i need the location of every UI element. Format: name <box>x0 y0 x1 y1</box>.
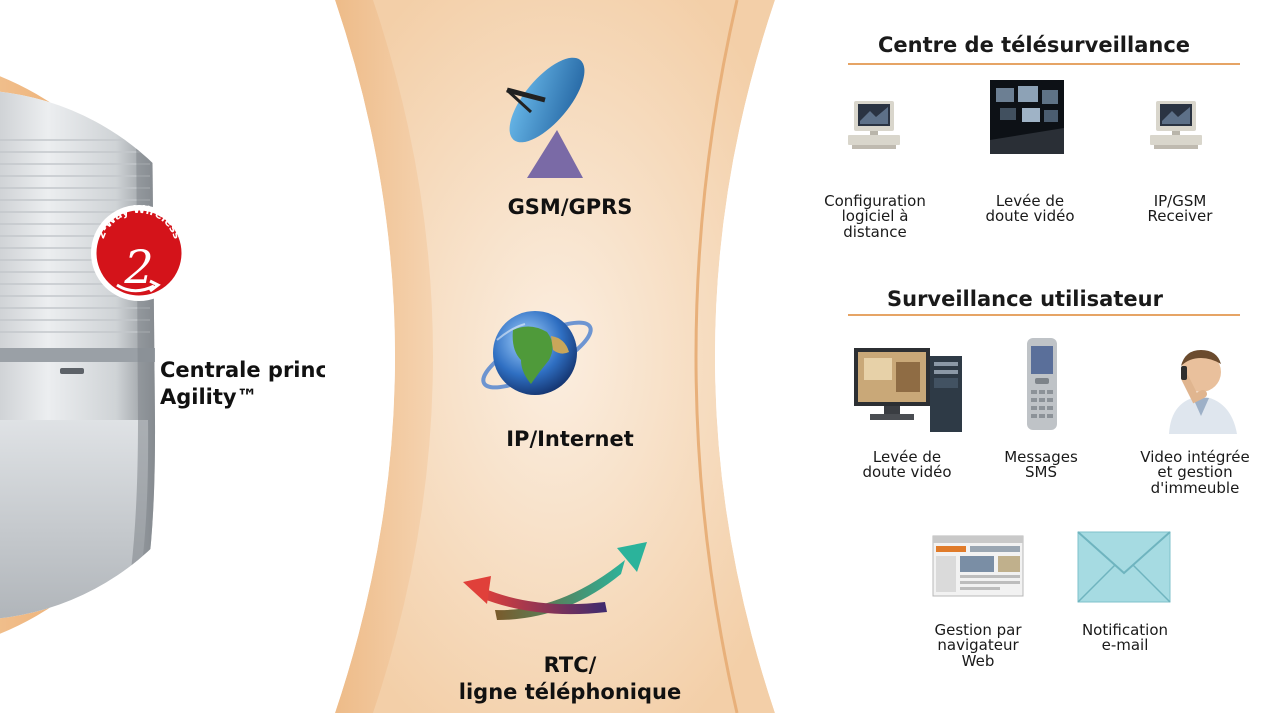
user-monitoring-divider <box>848 314 1240 316</box>
person-on-phone-icon <box>1169 350 1237 434</box>
caption-line: Video intégrée <box>1140 448 1250 466</box>
globe-icon <box>481 311 593 395</box>
caption-line: Web <box>961 651 995 670</box>
caption-line: e-mail <box>1101 636 1149 655</box>
caption-line: Receiver <box>1147 207 1213 226</box>
desktop-computer-icon <box>854 348 962 432</box>
user-item-building-label: Video intégrée et gestion d'immeuble <box>1124 448 1266 497</box>
caption-line: Messages <box>1004 448 1078 466</box>
two-way-arrows-icon <box>463 542 647 620</box>
mobile-phone-icon <box>1027 338 1057 430</box>
caption-line: Levée de <box>995 192 1065 210</box>
caption-line: navigateur <box>937 636 1019 655</box>
monitoring-centre-title: Centre de télésurveillance <box>878 33 1191 57</box>
caption-line: doute vidéo <box>985 207 1075 226</box>
caption-line: distance <box>843 222 907 241</box>
channel-rtc-label-line1: RTC/ <box>543 653 597 677</box>
badge-digit: 2 <box>123 240 153 294</box>
user-monitoring-title: Surveillance utilisateur <box>887 287 1163 311</box>
communication-band <box>325 0 795 713</box>
satellite-dish-icon <box>505 57 585 178</box>
user-item-email-label: Notification e-mail <box>1064 621 1186 655</box>
channel-rtc-label: RTC/ ligne téléphonique <box>455 652 685 706</box>
monitoring-item-video-label: Levée de doute vidéo <box>975 192 1085 226</box>
computer-icon <box>1150 101 1202 149</box>
control-panel-illustration: 2-Way Wireless 2 <box>0 76 235 634</box>
caption-line: IP/GSM <box>1153 192 1207 210</box>
user-item-web-label: Gestion par navigateur Web <box>918 621 1038 670</box>
web-browser-icon <box>932 535 1024 597</box>
caption-line: logiciel à <box>841 207 909 226</box>
channel-gsm-gprs-label: GSM/GPRS <box>507 195 633 219</box>
control-room-icon <box>990 80 1064 154</box>
caption-line: et gestion <box>1157 463 1233 482</box>
user-item-sms-label: Messages SMS <box>1000 448 1082 482</box>
caption-line: Levée de <box>872 448 942 466</box>
monitoring-item-receiver-label: IP/GSM Receiver <box>1130 192 1230 226</box>
caption-line: Configuration <box>824 192 926 210</box>
monitoring-item-config-label: Configuration logiciel à distance <box>810 192 940 241</box>
caption-line: Notification <box>1081 621 1169 639</box>
caption-line: doute vidéo <box>862 463 952 482</box>
channel-ip-internet-label: IP/Internet <box>506 427 634 451</box>
user-item-video-label: Levée de doute vidéo <box>852 448 962 482</box>
caption-line: Gestion par <box>934 621 1022 639</box>
channel-rtc-label-line2: ligne téléphonique <box>458 679 682 704</box>
monitoring-centre-divider <box>848 63 1240 65</box>
control-panel-label-line2: Agility™ <box>160 384 258 409</box>
caption-line: d'immeuble <box>1150 478 1240 497</box>
computer-icon <box>848 101 900 149</box>
caption-line: SMS <box>1025 463 1057 482</box>
envelope-icon <box>1077 531 1171 603</box>
two-way-wireless-badge: 2-Way Wireless 2 <box>91 203 187 301</box>
